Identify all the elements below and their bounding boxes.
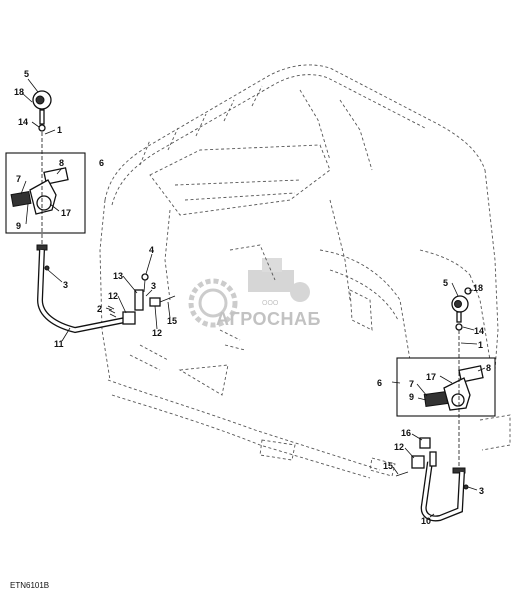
- callout-label: 15: [167, 316, 177, 326]
- left-callouts: 5 18 14 1 6 8 7 17 9 3 11 4 13 3 12 2 15…: [14, 69, 177, 349]
- bracket-13: [134, 289, 144, 311]
- clamp-16: [419, 437, 431, 449]
- right-mount-hardware: [395, 437, 437, 477]
- callout-label: 1: [478, 340, 483, 350]
- callout-label: 6: [99, 158, 104, 168]
- clamp-12: [122, 311, 136, 325]
- right-bracket-10: [420, 461, 469, 522]
- callout-label: 16: [401, 428, 411, 438]
- callout-label: 18: [14, 87, 24, 97]
- callout-label: 5: [443, 278, 448, 288]
- callout-label: 17: [426, 372, 436, 382]
- clamp-12: [411, 455, 425, 469]
- callout-label: 9: [409, 392, 414, 402]
- figure-code: ETN6101B: [10, 581, 49, 590]
- callout-label: 15: [383, 461, 393, 471]
- right-inset-box: [396, 357, 496, 417]
- decal-8: [43, 167, 69, 185]
- left-bracket-11: [36, 249, 126, 334]
- callout-label: 7: [16, 174, 21, 184]
- lamp-lens: [36, 195, 52, 211]
- watermark-prefix: ООО: [262, 300, 279, 307]
- callout-label: 18: [473, 283, 483, 293]
- decal-8: [458, 365, 484, 383]
- left-work-light: [32, 90, 52, 251]
- left-inset-box: [5, 152, 86, 234]
- bolt-3: [463, 484, 469, 490]
- callout-label: 3: [151, 281, 156, 291]
- callout-label: 7: [409, 379, 414, 389]
- decal-7: [423, 390, 449, 408]
- callout-label: 9: [16, 221, 21, 231]
- callout-label: 2: [97, 304, 102, 314]
- watermark: ООО АГРОСНАБ: [188, 258, 321, 329]
- callout-label: 8: [486, 363, 491, 373]
- callout-label: 14: [18, 117, 28, 127]
- callout-label: 13: [113, 271, 123, 281]
- tractor-logo-icon: [248, 258, 310, 302]
- washer-18: [464, 287, 472, 295]
- callout-label: 11: [54, 339, 64, 349]
- nut-4: [141, 273, 149, 281]
- callout-label: 1: [57, 125, 62, 135]
- decal-7: [10, 190, 32, 208]
- callout-label: 3: [479, 486, 484, 496]
- left-mount-hardware: [107, 273, 176, 325]
- callout-label: 5: [24, 69, 29, 79]
- callout-label: 10: [421, 516, 431, 526]
- bolt-3: [44, 265, 50, 271]
- callout-label: 8: [59, 158, 64, 168]
- callout-label: 12: [108, 291, 118, 301]
- leader-lines: [20, 78, 486, 518]
- callout-label: 6: [377, 378, 382, 388]
- callout-label: 12: [394, 442, 404, 452]
- callout-label: 17: [61, 208, 71, 218]
- washer-14: [38, 124, 46, 132]
- clamp-12b: [149, 297, 161, 307]
- callout-label: 3: [63, 280, 68, 290]
- watermark-company: АГРОСНАБ: [216, 309, 321, 329]
- right-callouts: 5 18 14 1 6 17 8 7 9 16 12 15 3 10: [377, 278, 491, 526]
- gear-logo-icon: [188, 278, 238, 328]
- callout-label: 12: [152, 328, 162, 338]
- washer-14: [455, 323, 463, 331]
- callout-label: 4: [149, 245, 154, 255]
- callout-label: 14: [474, 326, 484, 336]
- lamp-lens: [451, 393, 465, 407]
- cab-outline: [99, 64, 511, 479]
- right-work-light: [451, 287, 472, 474]
